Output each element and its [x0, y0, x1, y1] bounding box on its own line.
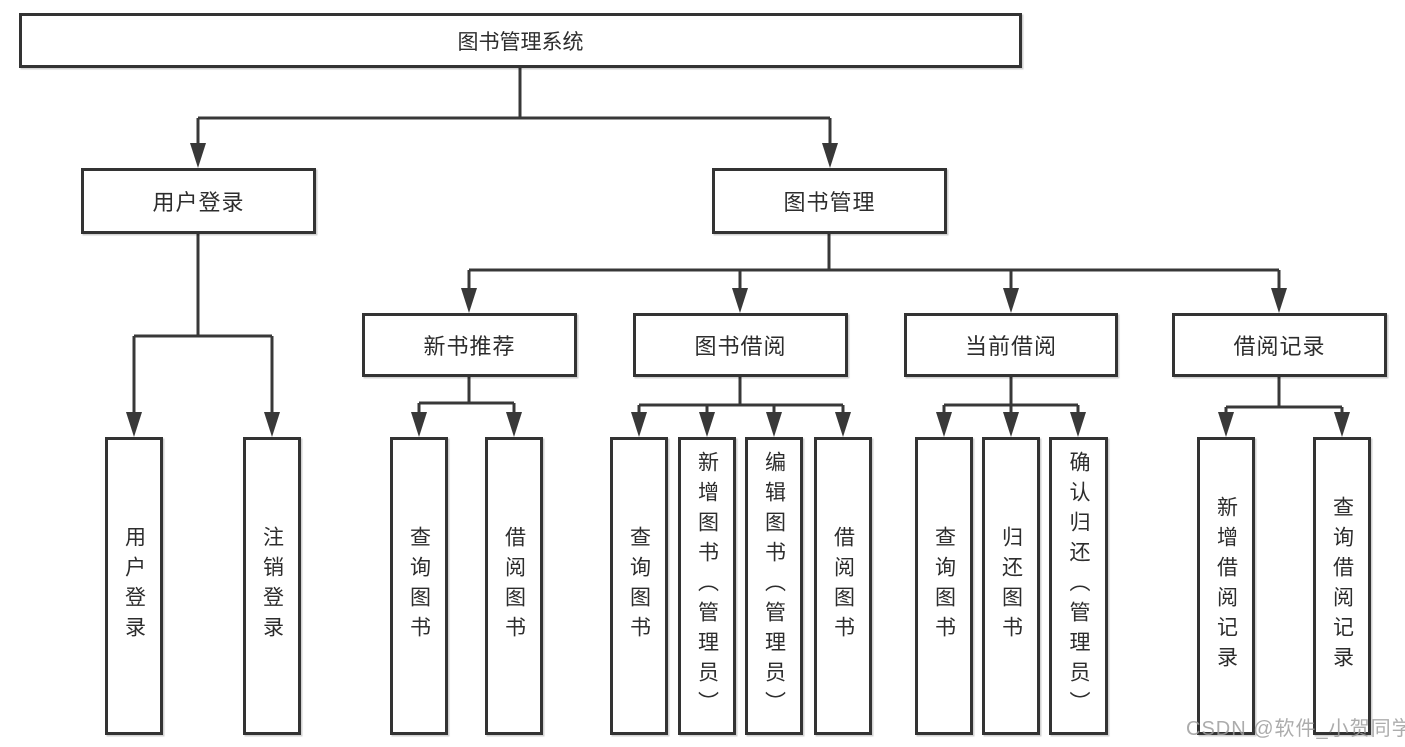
leaf-borrow-books-recommend: 借阅图书 — [485, 437, 543, 735]
node-root-label: 图书管理系统 — [457, 30, 584, 54]
node-new-book-recommend-label: 新书推荐 — [423, 334, 516, 359]
node-book-management-label: 图书管理 — [783, 190, 876, 215]
node-new-book-recommend: 新书推荐 — [362, 313, 577, 377]
node-borrow-records: 借阅记录 — [1172, 313, 1387, 377]
connector-records-children — [1224, 377, 1344, 420]
leaf-user-login: 用户登录 — [105, 437, 163, 735]
node-root: 图书管理系统 — [19, 13, 1022, 68]
connector-new-book-children — [417, 377, 516, 420]
node-user-login-label: 用户登录 — [152, 190, 245, 215]
watermark-text: CSDN @软件_小贺同学 — [1186, 718, 1405, 740]
leaf-query-books-current: 查询图书 — [915, 437, 973, 735]
node-borrow-records-label: 借阅记录 — [1233, 334, 1326, 359]
node-book-management: 图书管理 — [712, 168, 947, 234]
connector-user-login-children — [132, 234, 274, 418]
connector-borrow-children — [637, 377, 845, 420]
leaf-add-borrow-record: 新增借阅记录 — [1197, 437, 1255, 735]
leaf-borrow-books-borrow: 借阅图书 — [814, 437, 872, 735]
leaf-query-books-borrow: 查询图书 — [610, 437, 668, 735]
leaf-confirm-return-admin: 确认归还（管理员） — [1049, 437, 1108, 735]
leaf-add-book-admin: 新增图书（管理员） — [678, 437, 736, 735]
connector-root-to-level2 — [196, 68, 832, 150]
node-current-borrow-label: 当前借阅 — [964, 334, 1057, 359]
arrowheads — [126, 143, 1350, 437]
node-book-borrow-label: 图书借阅 — [694, 334, 787, 359]
leaf-return-book: 归还图书 — [982, 437, 1040, 735]
node-user-login: 用户登录 — [81, 168, 316, 234]
node-book-borrow: 图书借阅 — [633, 313, 848, 377]
leaf-query-books-recommend: 查询图书 — [390, 437, 448, 735]
leaf-logout: 注销登录 — [243, 437, 301, 735]
leaf-edit-book-admin: 编辑图书（管理员） — [745, 437, 803, 735]
connector-book-mgmt-children — [467, 234, 1281, 295]
leaf-query-borrow-record: 查询借阅记录 — [1313, 437, 1371, 735]
node-current-borrow: 当前借阅 — [904, 313, 1118, 377]
